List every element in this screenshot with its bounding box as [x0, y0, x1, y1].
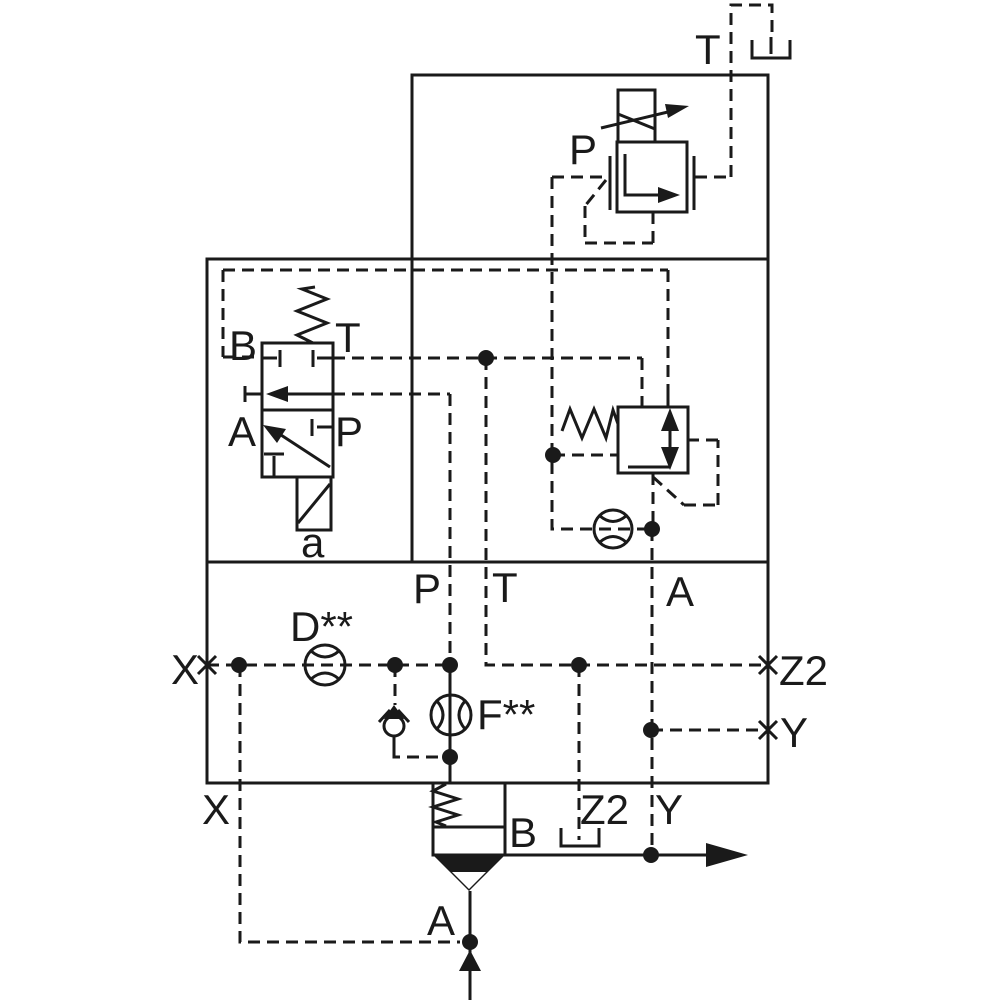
port-x-label: X: [171, 646, 199, 693]
port-markers: [196, 654, 779, 741]
port-z2-bottom-label: Z2: [580, 786, 629, 833]
adjustment-arrow-icon: [665, 104, 689, 118]
pilot-control-valve: [560, 396, 720, 529]
main-port-t-label: T: [492, 564, 518, 611]
enclosure-boxes: [205, 73, 770, 785]
down-arrow-icon: [661, 447, 679, 470]
plug-symbol: [559, 828, 601, 848]
flow-arrow-icon: [263, 425, 286, 443]
solenoid-icon: [295, 475, 333, 532]
tank-symbol: [729, 3, 792, 177]
orifice-d-label: D**: [290, 603, 353, 650]
dir-valve-p-label: P: [335, 408, 363, 455]
spring-icon: [560, 404, 620, 443]
dir-valve-t-label: T: [335, 314, 361, 361]
flow-right-arrow-icon: [706, 843, 748, 867]
flow-arrow-icon: [266, 386, 288, 402]
flow-arrow-icon: [658, 187, 680, 203]
directional-valve: [243, 285, 335, 532]
return-spring-icon: [292, 285, 332, 345]
port-x-marker: [196, 654, 218, 676]
solenoid-label: a: [301, 519, 325, 566]
up-arrow-icon: [661, 408, 679, 431]
junction-dots: [231, 350, 660, 950]
check-valve-icon: [377, 705, 443, 759]
port-y-marker: [757, 719, 779, 741]
spring-icon: [428, 782, 463, 828]
port-b-label: B: [509, 809, 537, 856]
tank-port-label: T: [695, 26, 721, 73]
orifice-f-label: F**: [477, 691, 535, 738]
pilot-orifice-icon: [592, 508, 634, 550]
main-port-p-label: P: [413, 565, 441, 612]
port-x-bottom-label: X: [202, 786, 230, 833]
port-y-label: Y: [780, 709, 808, 756]
port-z2-marker: [757, 654, 779, 676]
port-z2-label: Z2: [779, 647, 828, 694]
dir-valve-b-label: B: [229, 322, 257, 369]
main-port-a-label: A: [666, 568, 694, 615]
pressure-relief-valve: [552, 88, 731, 245]
relief-inlet-label: P: [569, 126, 597, 173]
port-a-label: A: [427, 897, 455, 944]
orifice-f-icon: [429, 693, 473, 737]
dir-valve-a-label: A: [228, 408, 256, 455]
flow-up-arrow-icon: [459, 950, 481, 971]
port-y-bottom-label: Y: [655, 786, 683, 833]
orifice-d-icon: [303, 643, 347, 687]
